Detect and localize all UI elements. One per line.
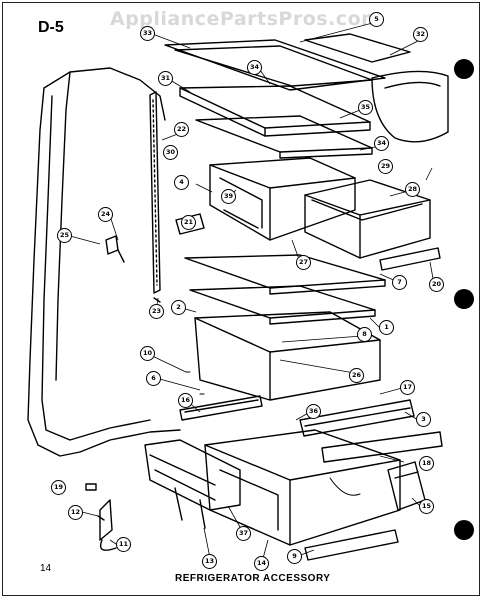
callout-19: 19	[51, 480, 66, 495]
page-number: 14	[40, 563, 52, 574]
callout-17: 17	[400, 380, 415, 395]
shelf-upper	[179, 85, 371, 129]
callout-29: 29	[378, 159, 393, 174]
callout-13: 13	[202, 554, 217, 569]
callout-36: 36	[306, 404, 321, 419]
callout-18: 18	[419, 456, 434, 471]
callout-6: 6	[146, 371, 161, 386]
hardware-clip	[85, 483, 97, 491]
callout-12: 12	[68, 505, 83, 520]
callout-1: 1	[379, 320, 394, 335]
callout-8b: 3	[416, 412, 431, 427]
callout-11: 11	[116, 537, 131, 552]
callout-8a: 8	[357, 327, 372, 342]
control-strip	[149, 91, 161, 294]
callout-27: 27	[296, 255, 311, 270]
callout-34b: 34	[374, 136, 389, 151]
callout-2: 2	[171, 300, 186, 315]
drawer-rail	[379, 247, 441, 271]
cabinet-liner	[27, 67, 181, 457]
binder-hole-top	[454, 59, 474, 79]
shelf-lower-a	[184, 254, 386, 289]
watermark: AppliancePartsPros.com	[110, 8, 382, 30]
page-border	[2, 2, 480, 596]
callout-28: 28	[405, 182, 420, 197]
callout-10: 10	[140, 346, 155, 361]
callout-4: 4	[174, 175, 189, 190]
callout-37: 37	[236, 526, 251, 541]
callout-30: 30	[163, 145, 178, 160]
callout-7: 7	[392, 275, 407, 290]
callout-33: 33	[140, 26, 155, 41]
callout-21: 21	[181, 215, 196, 230]
callout-31: 31	[158, 71, 173, 86]
shelf-lower-b	[189, 285, 376, 319]
callout-9: 9	[287, 549, 302, 564]
callout-24: 24	[98, 207, 113, 222]
callout-23: 23	[149, 304, 164, 319]
glass-shelf-top	[304, 33, 411, 63]
callout-20: 20	[429, 277, 444, 292]
section-code: D-5	[38, 19, 64, 36]
callout-35: 35	[358, 100, 373, 115]
divider-bar-left	[179, 395, 263, 421]
callout-22: 22	[174, 122, 189, 137]
crisper-drawer-right	[304, 179, 431, 259]
callout-25: 25	[57, 228, 72, 243]
binder-hole-bottom	[454, 520, 474, 540]
callout-32: 32	[413, 27, 428, 42]
callout-26: 26	[349, 368, 364, 383]
callout-15: 15	[419, 499, 434, 514]
callout-16: 16	[178, 393, 193, 408]
callout-34a: 34	[247, 60, 262, 75]
shelf-middle	[195, 115, 373, 153]
front-bar	[321, 431, 443, 463]
dairy-door	[371, 70, 449, 143]
callout-5: 5	[369, 12, 384, 27]
left-bracket	[144, 439, 241, 511]
top-frame	[164, 39, 386, 91]
bottom-trim	[304, 529, 399, 561]
callout-39: 39	[221, 189, 236, 204]
diagram-caption: REFRIGERATOR ACCESSORY	[175, 573, 331, 584]
binder-hole-middle	[454, 289, 474, 309]
callout-14: 14	[254, 556, 269, 571]
divider-bar-right	[299, 399, 415, 437]
